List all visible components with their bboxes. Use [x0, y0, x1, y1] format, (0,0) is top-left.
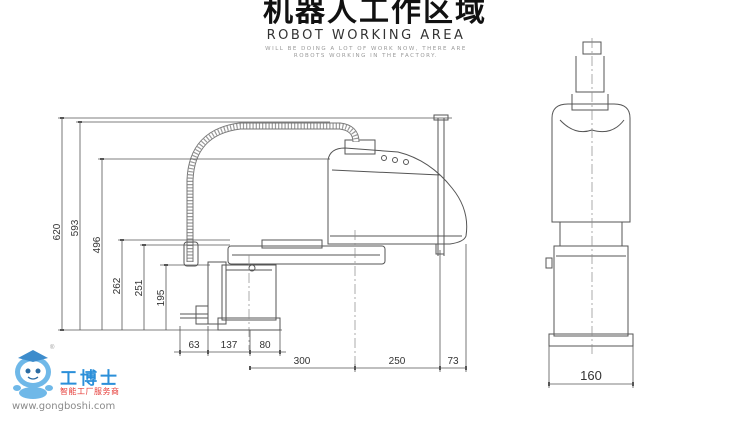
watermark-tagline: 智能工厂服务商 [60, 387, 120, 396]
dimension-label: 251 [134, 279, 145, 296]
robot-base [180, 261, 281, 331]
registered-mark: ® [50, 345, 55, 351]
dimension-label: 63 [188, 340, 200, 351]
dimension-label: 496 [92, 236, 103, 253]
dimension-label: 80 [259, 340, 271, 351]
watermark-brand: 工博士 [60, 369, 120, 389]
dimension-label: 300 [294, 356, 311, 367]
robot-side-view [545, 41, 634, 347]
dimension-label: 137 [221, 340, 238, 351]
page-title-english: ROBOT WORKING AREA [266, 28, 466, 43]
subtitle-line-1: WILL BE DOING A LOT OF WORK NOW, THERE A… [265, 46, 467, 52]
z-shaft [433, 114, 449, 256]
robot-arm-1 [227, 239, 386, 272]
dimension-label: 73 [447, 356, 459, 367]
subtitle-line-2: ROBOTS WORKING IN THE FACTORY. [293, 53, 439, 59]
dimension-label: 262 [112, 277, 123, 294]
cable-conduit [183, 122, 360, 267]
dimension-label: 593 [70, 219, 81, 236]
dimension-label: 250 [389, 356, 406, 367]
dimension-label: 620 [52, 223, 63, 240]
page-title-chinese: 机器人工作区域 [263, 0, 487, 29]
robot-arm-2 [327, 139, 468, 255]
watermark-url: www.gongboshi.com [12, 401, 116, 412]
dimension-lines [58, 117, 634, 388]
mascot-logo-icon [13, 350, 53, 399]
side-width-label: 160 [580, 368, 602, 383]
dimension-ticks [60, 117, 634, 386]
center-lines [248, 38, 593, 365]
dimension-label: 195 [156, 289, 167, 306]
